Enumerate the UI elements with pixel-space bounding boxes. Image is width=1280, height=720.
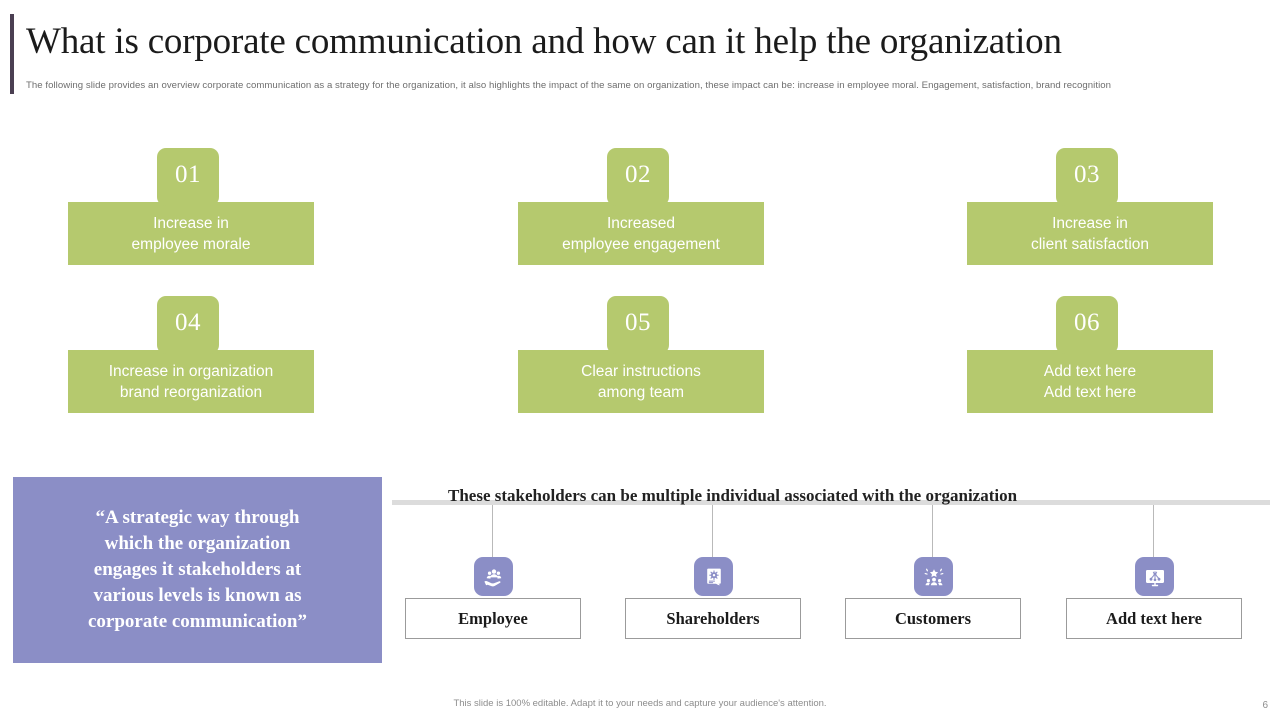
- stakeholders-heading: These stakeholders can be multiple indiv…: [448, 486, 1018, 505]
- hand-holding-people-icon: [474, 557, 513, 596]
- card-bar: Increased employee engagement: [518, 202, 764, 265]
- card-bar: Clear instructions among team: [518, 350, 764, 413]
- card-label: Increase in employee morale: [131, 214, 251, 253]
- card-01[interactable]: 01 Increase in employee morale: [68, 148, 314, 268]
- connector-line: [1153, 505, 1154, 557]
- card-bar: Increase in employee morale: [68, 202, 314, 265]
- card-label: Increase in organization brand reorganiz…: [108, 362, 274, 401]
- stakeholder-label[interactable]: Customers: [845, 598, 1021, 639]
- certificate-document-icon: [694, 557, 733, 596]
- people-star-group-icon: [914, 557, 953, 596]
- card-label: Increase in client satisfaction: [1030, 214, 1150, 253]
- page-subtitle: The following slide provides an overview…: [26, 80, 1112, 91]
- connector-line: [492, 505, 493, 557]
- card-02[interactable]: 02 Increased employee engagement: [518, 148, 764, 268]
- page-number: 6: [1262, 700, 1268, 711]
- card-05[interactable]: 05 Clear instructions among team: [518, 296, 764, 416]
- card-number-badge: 03: [1056, 148, 1118, 206]
- stakeholder-label[interactable]: Employee: [405, 598, 581, 639]
- card-03[interactable]: 03 Increase in client satisfaction: [967, 148, 1213, 268]
- card-04[interactable]: 04 Increase in organization brand reorga…: [68, 296, 314, 416]
- card-label: Increased employee engagement: [562, 214, 720, 253]
- card-label: Clear instructions among team: [581, 362, 701, 401]
- footer-note: This slide is 100% editable. Adapt it to…: [453, 698, 827, 709]
- stakeholders-divider: [392, 500, 1270, 505]
- connector-line: [712, 505, 713, 557]
- card-bar: Increase in client satisfaction: [967, 202, 1213, 265]
- card-number-badge: 06: [1056, 296, 1118, 354]
- stakeholder-label[interactable]: Add text here: [1066, 598, 1242, 639]
- card-bar: Add text here Add text here: [967, 350, 1213, 413]
- page-title: What is corporate communication and how …: [26, 21, 1062, 62]
- card-number-badge: 04: [157, 296, 219, 354]
- monitor-network-icon: [1135, 557, 1174, 596]
- card-label: Add text here Add text here: [1043, 362, 1137, 401]
- title-accent-bar: [10, 14, 14, 94]
- card-bar: Increase in organization brand reorganiz…: [68, 350, 314, 413]
- quote-text: “A strategic way through which the organ…: [88, 507, 307, 632]
- card-number-badge: 05: [607, 296, 669, 354]
- card-number-badge: 02: [607, 148, 669, 206]
- card-06[interactable]: 06 Add text here Add text here: [967, 296, 1213, 416]
- stakeholder-label[interactable]: Shareholders: [625, 598, 801, 639]
- connector-line: [932, 505, 933, 557]
- quote-box: “A strategic way through which the organ…: [13, 477, 382, 663]
- card-number-badge: 01: [157, 148, 219, 206]
